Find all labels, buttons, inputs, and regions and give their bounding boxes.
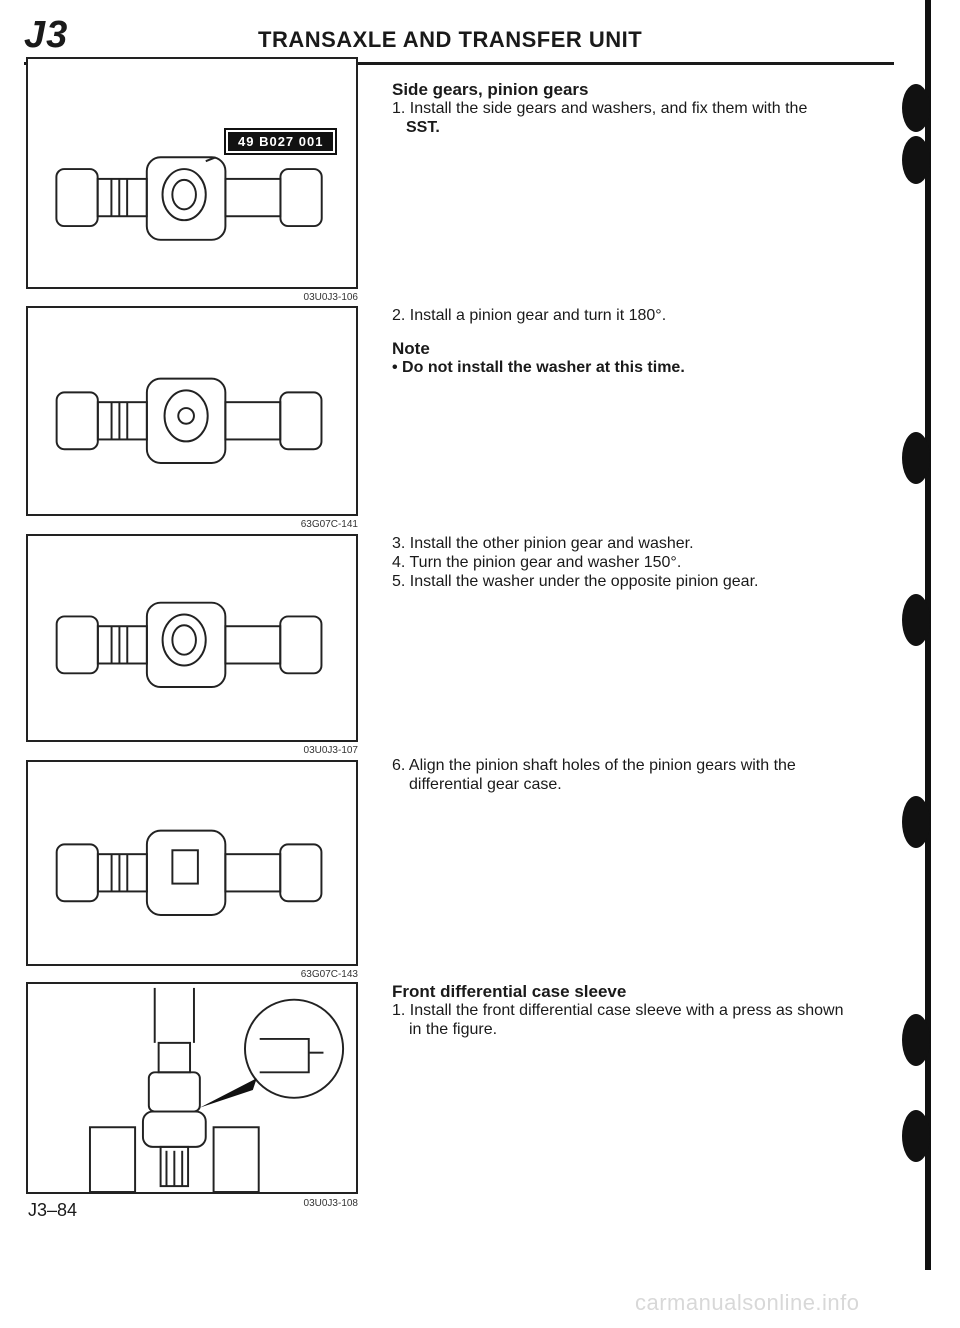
front-sleeve-block: Front differential case sleeve 1. Instal… (392, 982, 882, 1039)
press-sleeve-illustration (88, 987, 345, 1192)
figure-side-gears-sst (26, 57, 358, 289)
figure-code: 03U0J3-107 (303, 745, 358, 756)
page-title: TRANSAXLE AND TRANSFER UNIT (258, 27, 643, 52)
step-6-block: 6. Align the pinion shaft holes of the p… (392, 756, 882, 794)
figure-code: 63G07C-143 (300, 969, 358, 980)
differential-assembly-illustration (55, 601, 323, 689)
step-text: differential gear case. (409, 776, 562, 793)
differential-assembly-illustration (55, 829, 323, 916)
step-2-block: 2. Install a pinion gear and turn it 180… (392, 306, 882, 377)
note-label: Note (392, 339, 430, 358)
note-item: • Do not install the washer at this time… (392, 359, 685, 376)
step-text: 4. Turn the pinion gear and washer 150°. (392, 554, 682, 571)
figure-code: 03U0J3-108 (303, 1198, 358, 1209)
sst-label: 49 B027 001 (223, 128, 338, 155)
step-text: 6. Align the pinion shaft holes of the p… (392, 757, 796, 774)
steps-3-5-block: 3. Install the other pinion gear and was… (392, 534, 882, 591)
step-text: 3. Install the other pinion gear and was… (392, 535, 694, 552)
figure-pinion-gear-install (26, 306, 358, 516)
figure-align-shaft-holes (26, 760, 358, 966)
watermark: carmanualsonline.info (635, 1290, 860, 1315)
figure-press-sleeve (26, 982, 358, 1194)
figure-code: 63G07C-141 (300, 519, 358, 530)
figure-other-pinion-gear (26, 534, 358, 742)
step-text: 1. Install the side gears and washers, a… (392, 100, 808, 117)
page-number: J3–84 (28, 1200, 78, 1220)
binding-edge (902, 0, 931, 1270)
figure-code: 03U0J3-106 (303, 292, 358, 303)
differential-assembly-illustration (55, 377, 323, 464)
side-gears-block: Side gears, pinion gears 1. Install the … (392, 80, 882, 137)
section-heading: Side gears, pinion gears (392, 80, 589, 99)
sst-reference: SST. (406, 119, 440, 136)
step-text: 5. Install the washer under the opposite… (392, 573, 759, 590)
section-code: J3 (24, 14, 69, 56)
header-rule (24, 62, 894, 65)
step-text: 2. Install a pinion gear and turn it 180… (392, 307, 667, 324)
step-text: 1. Install the front differential case s… (392, 1002, 844, 1019)
section-heading: Front differential case sleeve (392, 982, 627, 1001)
step-text: in the figure. (409, 1021, 498, 1038)
differential-assembly-illustration (55, 156, 323, 241)
